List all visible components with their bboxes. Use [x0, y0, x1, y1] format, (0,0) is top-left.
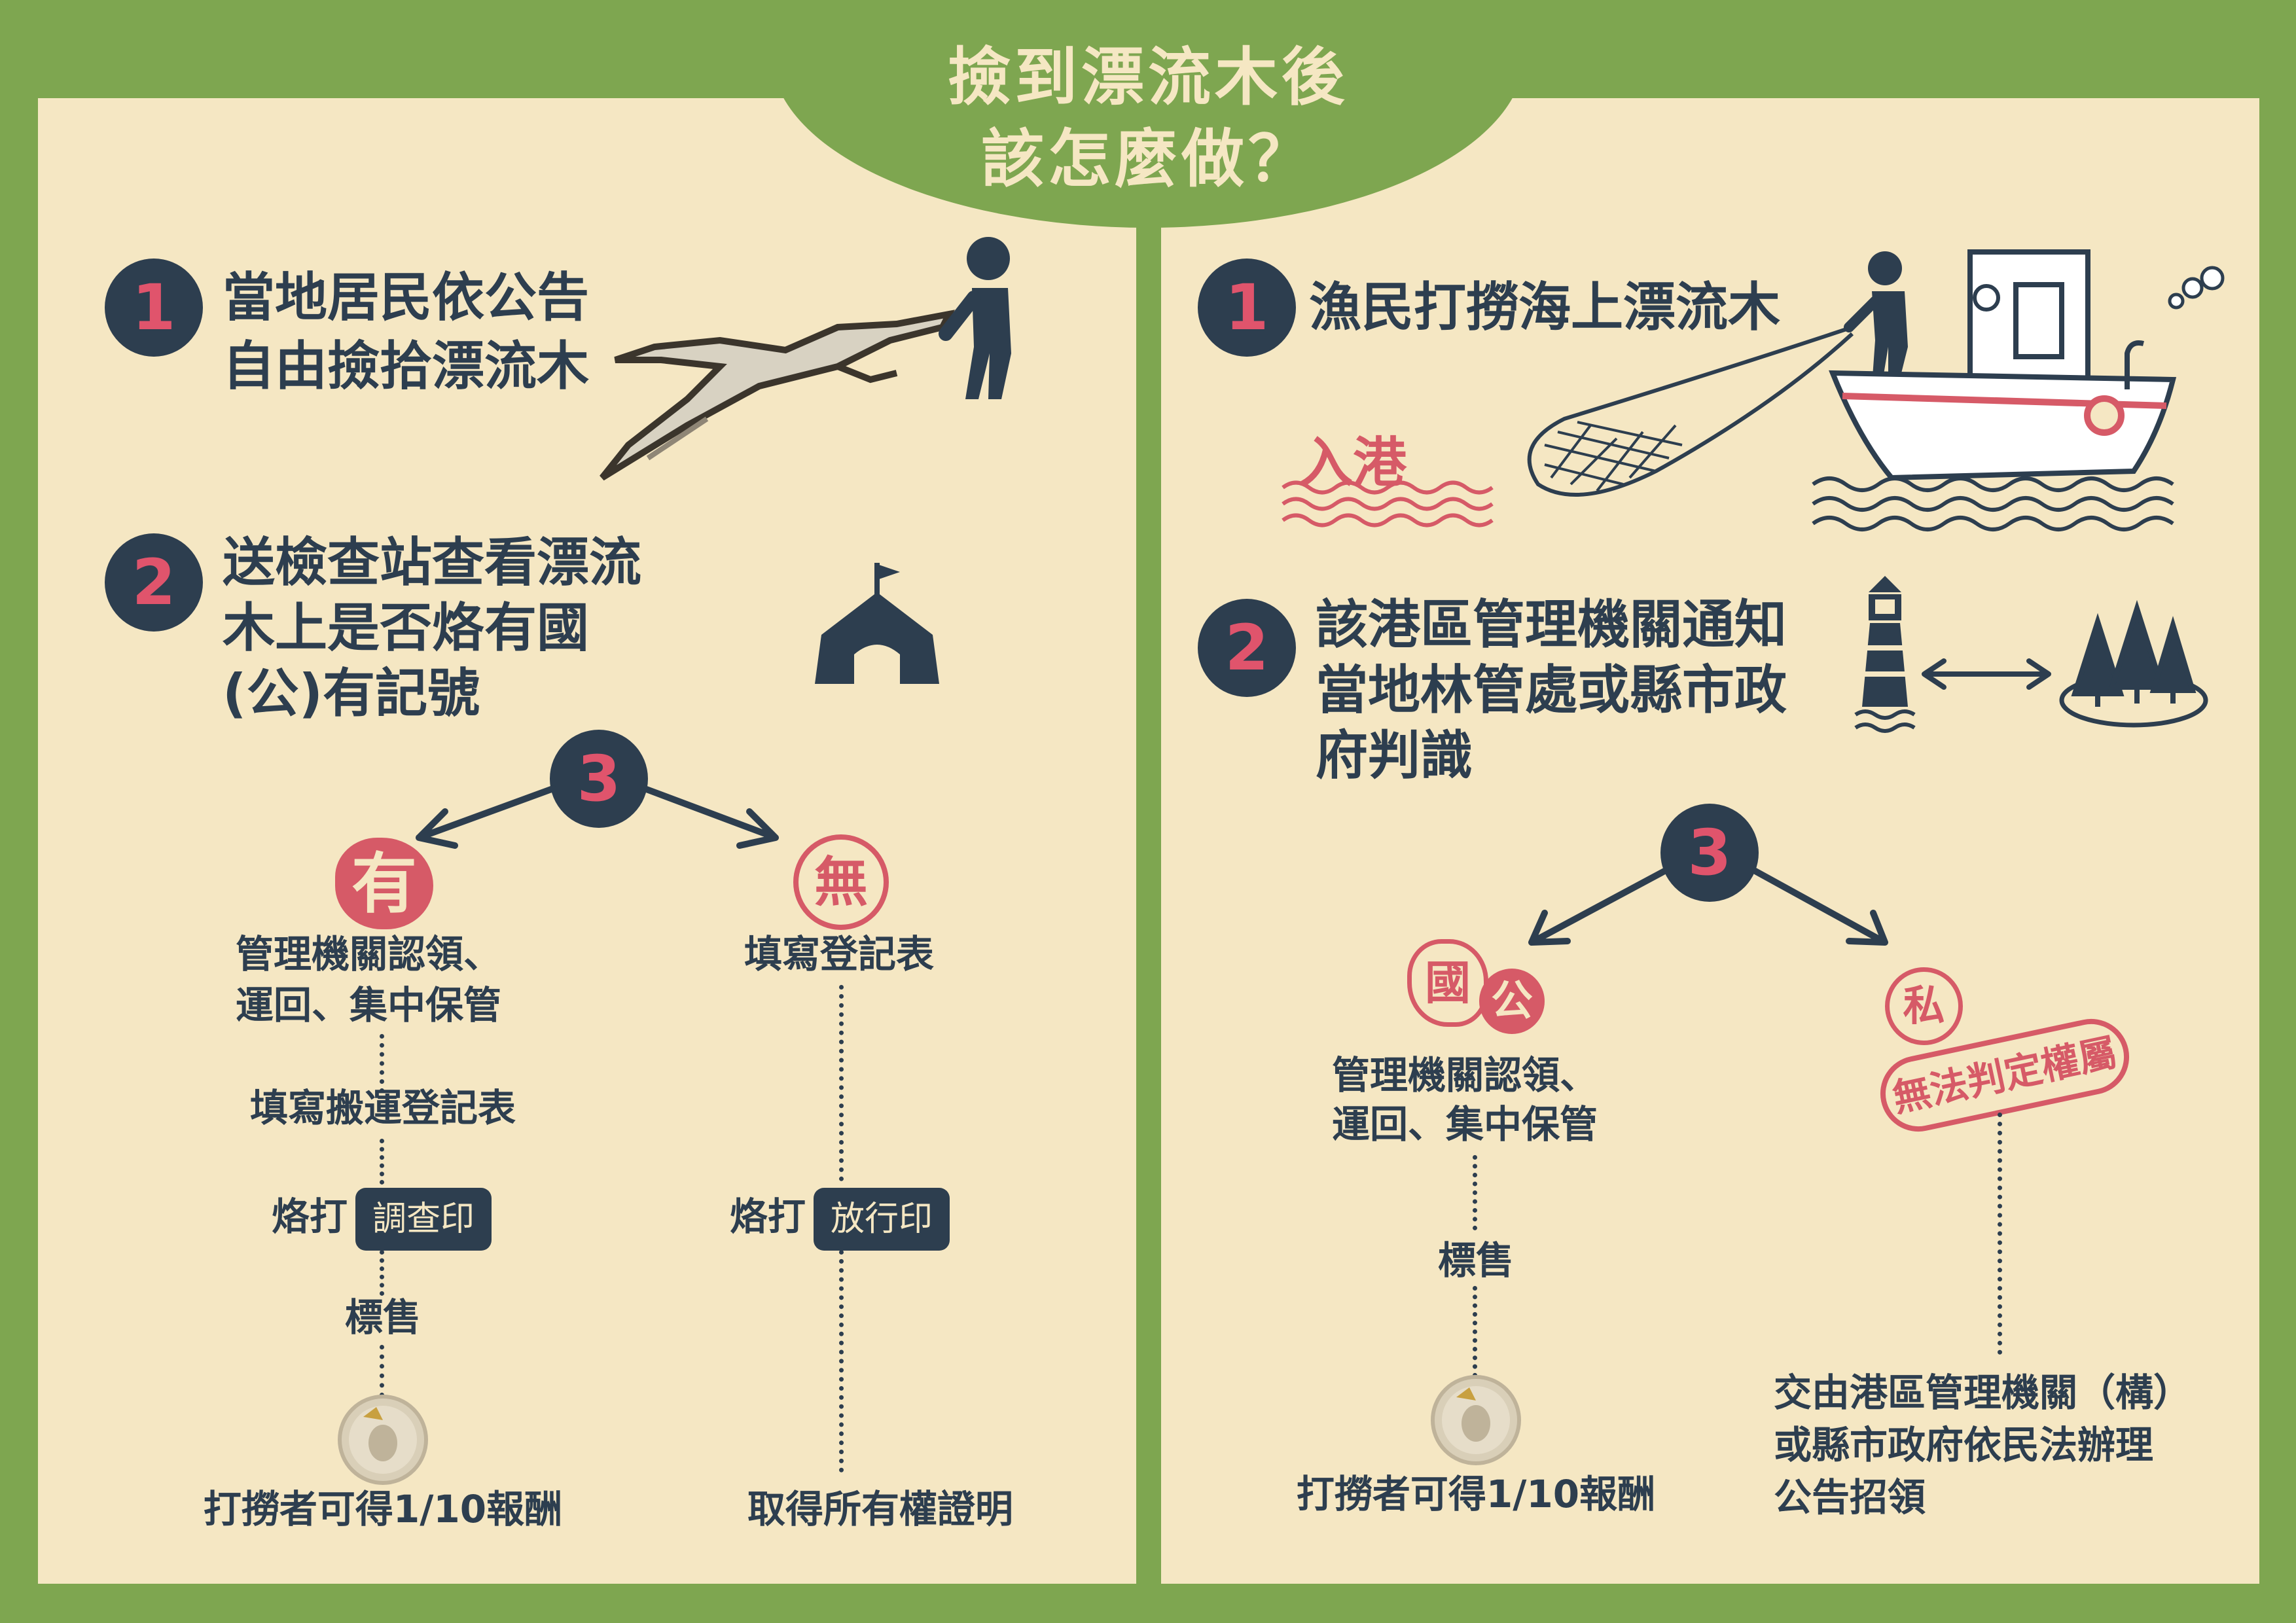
page-title-line1: 撿到漂流木後: [948, 41, 1348, 114]
right-private-line3: 公告招領: [1774, 1475, 1926, 1520]
left-step1-number: 1: [105, 259, 203, 357]
left-no-form: 填寫登記表: [744, 932, 935, 976]
left-yes-sale: 標售: [344, 1295, 422, 1340]
left-no-stamp: 烙打放行印: [730, 1188, 950, 1251]
release-stamp-tag: 放行印: [814, 1188, 950, 1251]
investigation-stamp-tag: 調查印: [355, 1188, 492, 1251]
checkpoint-tent-icon: [815, 563, 939, 684]
left-yes-dashline: [380, 1345, 384, 1397]
coin-icon: [338, 1395, 428, 1485]
left-no-result: 取得所有權證明: [747, 1487, 1014, 1531]
coin-icon: [1431, 1375, 1521, 1465]
left-no-dashline: [839, 1250, 844, 1472]
seal-public: 公: [1479, 969, 1545, 1034]
right-public-dashline: [1473, 1155, 1477, 1230]
right-private-line2: 或縣市政府依民法辦理: [1774, 1423, 2154, 1467]
right-public-sale: 標售: [1437, 1238, 1515, 1283]
left-yes-line2: 運回、集中保管: [236, 983, 502, 1027]
right-step2-line3: 府判識: [1316, 725, 1473, 786]
left-yes-form: 填寫搬運登記表: [249, 1086, 516, 1130]
right-step2-number: 2: [1198, 599, 1296, 697]
seal-no: 無: [793, 834, 889, 930]
left-step3-number: 3: [550, 730, 648, 828]
left-step2-line2: 木上是否烙有國: [223, 597, 589, 658]
lighthouse-icon: [1854, 576, 1916, 733]
left-step2-line1: 送檢查站查看漂流: [223, 532, 641, 593]
seal-yes: 有: [335, 838, 433, 929]
driftwood-icon: [600, 310, 955, 481]
right-step3-number: 3: [1660, 804, 1759, 902]
right-step1-line1: 漁民打撈海上漂流木: [1309, 277, 1780, 338]
seal-private: 私: [1885, 967, 1963, 1045]
right-step2-line2: 當地林管處或縣市政: [1316, 660, 1787, 721]
forest-icon: [2059, 599, 2208, 728]
left-panel: [38, 98, 1136, 1584]
left-no-dashline: [839, 985, 844, 1181]
right-private-line1: 交由港區管理機關（構）: [1774, 1370, 2192, 1415]
right-private-dashline: [1998, 1113, 2002, 1355]
left-no-stamp-prefix: 烙打: [730, 1194, 806, 1240]
right-public-reward: 打撈者可得1/10報酬: [1296, 1472, 1656, 1516]
left-yes-line1: 管理機關認領、: [236, 932, 502, 976]
seal-national: 國: [1407, 939, 1488, 1027]
right-public-line2: 運回、集中保管: [1332, 1102, 1598, 1147]
left-step2-line3: (公)有記號: [223, 663, 480, 724]
left-yes-dashline: [380, 1034, 384, 1093]
page-title-line2: 該怎麼做？: [981, 122, 1315, 196]
right-public-dashline: [1473, 1286, 1477, 1378]
left-yes-dashline: [380, 1250, 384, 1296]
left-step2-number: 2: [105, 533, 203, 632]
left-yes-dashline: [380, 1139, 384, 1185]
right-step2-line1: 該港區管理機關通知: [1316, 594, 1787, 655]
left-yes-stamp-prefix: 烙打: [272, 1194, 348, 1240]
waves-icon: [1282, 480, 1494, 527]
fishing-boat-icon: [1527, 249, 2225, 531]
left-step1-line2: 自由撿拾漂流木: [223, 336, 589, 397]
double-arrow-icon: [1922, 658, 2051, 690]
left-yes-reward: 打撈者可得1/10報酬: [203, 1487, 563, 1531]
left-step1-line1: 當地居民依公告: [223, 267, 589, 328]
right-public-line1: 管理機關認領、: [1332, 1053, 1598, 1097]
left-yes-stamp: 烙打調查印: [272, 1188, 492, 1251]
person-icon: [939, 237, 1011, 399]
right-step1-number: 1: [1198, 259, 1296, 357]
